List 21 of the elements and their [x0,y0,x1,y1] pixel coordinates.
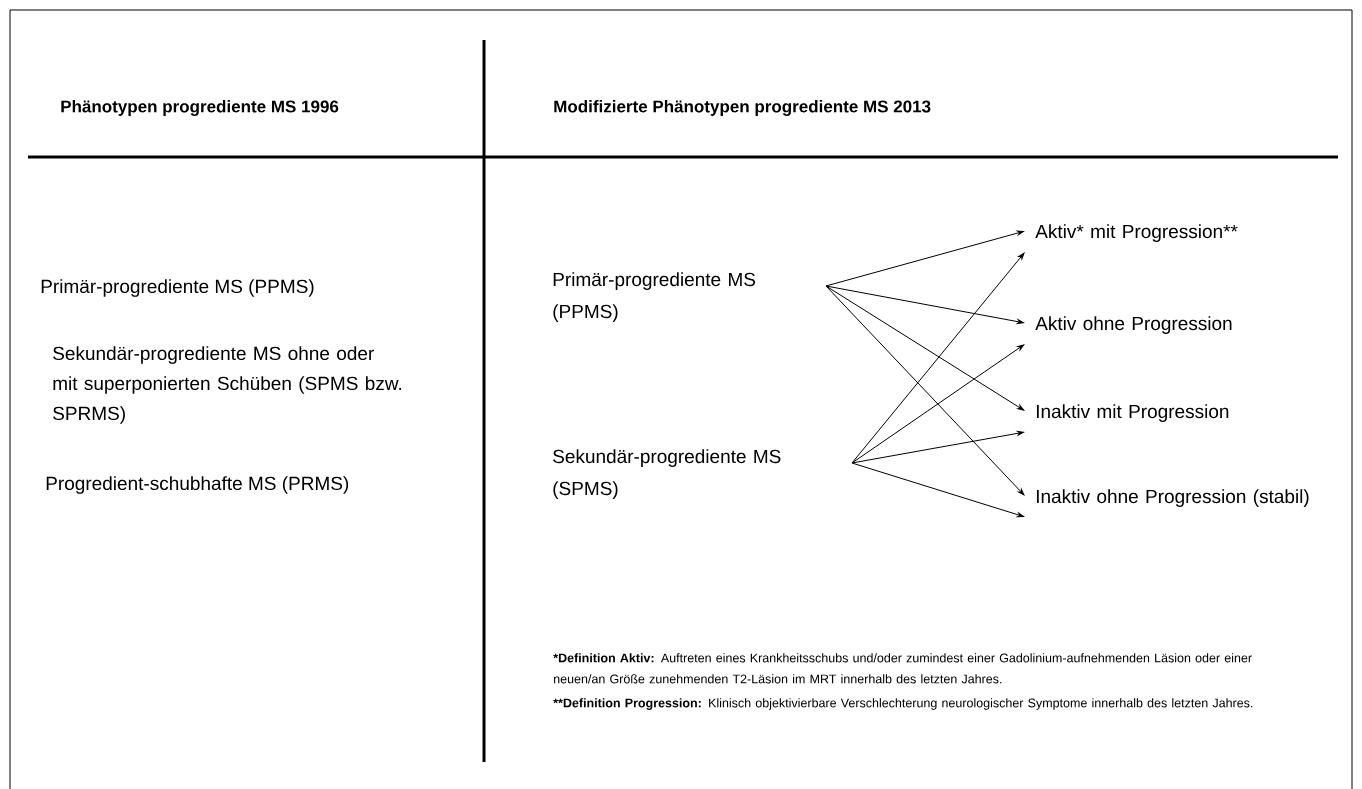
footnote: **Definition Progression: Klinisch objektivierbare Verschlechterung neurologischer Symptome innerhalb des letzten Jahres. [553,698,1253,710]
arrow [851,462,1024,518]
category-text: Inaktiv ohne Progression (stabil) [1036,489,1309,507]
phenotype-label: Progredient-schubhafte MS (PRMS) [46,476,349,494]
arrow [851,344,1025,464]
phenotype-label: Sekundär-progrediente MS ohne oder mit superponierten Schüben (SPMS bzw. SPRMS) [53,346,402,424]
category-text: Aktiv ohne Progression [1035,316,1232,334]
column-heading: Modifizierte Phänotypen progrediente MS 2013 [554,100,931,116]
arrow [851,430,1024,464]
category-text: Inaktiv mit Progression [1036,404,1229,422]
category-text: Aktiv* mit Progression** [1035,224,1238,242]
arrow [825,230,1024,287]
arrow [825,285,1025,496]
category-text: Primär-progrediente MS (PPMS) [553,272,756,322]
arrow [825,285,1025,411]
phenotype-label: Primär-progrediente MS (PPMS) [41,279,314,297]
category-text: Sekundär-progrediente MS (SPMS) [553,449,781,499]
arrow [851,252,1025,464]
arrow [825,285,1024,325]
column-heading: Phänotypen progrediente MS 1996 [61,100,339,116]
footnote: *Definition Aktiv: Auftreten eines Krankheitsschubs und/oder zumindest einer Gadolinium-aufnehmenden Läsion oder einer neuen/an Größe zunehmenden T2-Läsion im MRT innerhalb des letzten Jahres. [553,653,1252,684]
